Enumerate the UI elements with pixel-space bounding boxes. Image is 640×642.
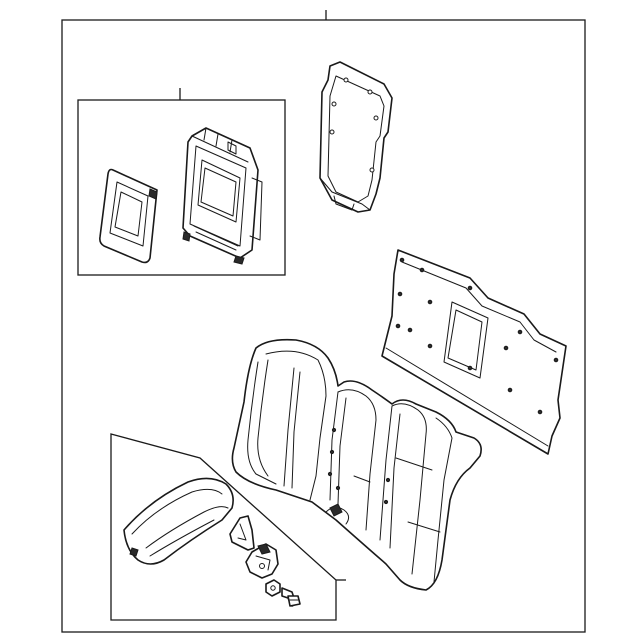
armrest bbox=[123, 477, 234, 565]
seat-back-cushion bbox=[231, 338, 482, 591]
rear-seat-back-panel bbox=[381, 249, 567, 455]
seat-back-assembly bbox=[61, 10, 586, 633]
seat-back-cover-panel bbox=[319, 61, 393, 213]
lumbar-kit-inset-box bbox=[77, 99, 286, 276]
lumbar-frame-kit bbox=[77, 88, 286, 276]
assembly-frame bbox=[61, 19, 586, 633]
armrest-hinge bbox=[245, 543, 279, 579]
armrest-bolt bbox=[281, 587, 301, 607]
armrest-bracket bbox=[229, 515, 255, 551]
armrest-kit bbox=[110, 433, 346, 621]
armrest-inset-box bbox=[110, 433, 337, 621]
armrest-nut bbox=[265, 579, 281, 597]
lumbar-pad bbox=[99, 168, 158, 264]
lumbar-frame bbox=[182, 127, 263, 265]
